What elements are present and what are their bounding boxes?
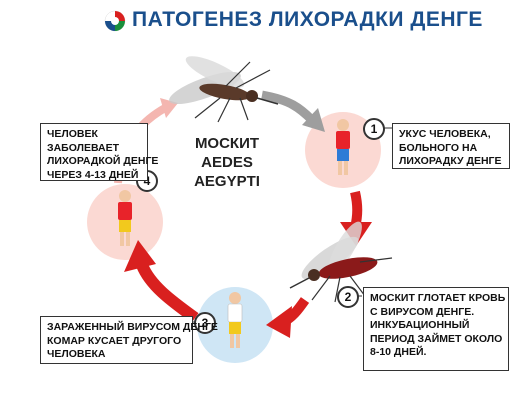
mosquito-engorged-icon xyxy=(289,221,393,303)
step-4-text-line: ЛИХОРАДКОЙ ДЕНГЕ xyxy=(47,155,159,167)
person-3-figure xyxy=(227,292,243,348)
step-1-callout: УКУС ЧЕЛОВЕКА, БОЛЬНОГО НА ЛИХОРАДКУ ДЕН… xyxy=(392,123,510,169)
arrow-gray xyxy=(261,90,316,124)
arrow-red-3 xyxy=(136,262,199,323)
step-4-text-line: ЧЕРЕЗ 4-13 ДНЕЙ xyxy=(47,168,139,181)
step-3-text-line: ЗАРАЖЕННЫЙ ВИРУСОМ ДЕНГЕ xyxy=(47,321,218,333)
step-4-text-line: ЗАБОЛЕВАЕТ xyxy=(47,141,120,154)
step-2-callout: МОСКИТ ГЛОТАЕТ КРОВЬ С ВИРУСОМ ДЕНГЕ. ИН… xyxy=(363,287,509,371)
step-4-callout: ЧЕЛОВЕК ЗАБОЛЕВАЕТ ЛИХОРАДКОЙ ДЕНГЕ ЧЕРЕ… xyxy=(40,123,159,181)
step-2-text-line: 8-10 ДНЕЙ. xyxy=(370,346,427,358)
person-1-figure xyxy=(336,119,350,175)
step-2-text-line: С ВИРУСОМ ДЕНГЕ. xyxy=(370,305,475,318)
logo-icon xyxy=(104,10,126,32)
step-2-text-line: ПЕРИОД ЗАЙМЕТ ОКОЛО xyxy=(370,332,503,345)
step-1-text-line: БОЛЬНОГО НА xyxy=(399,141,478,154)
step-2-text-line: МОСКИТ ГЛОТАЕТ КРОВЬ xyxy=(370,292,506,304)
step-2-badge: 2 xyxy=(337,286,359,308)
step-3-text-line: КОМАР КУСАЕТ ДРУГОГО xyxy=(47,334,182,347)
step-2-text-line: ИНКУБАЦИОННЫЙ xyxy=(370,319,470,331)
step-1-text-line: УКУС ЧЕЛОВЕКА, xyxy=(399,128,491,140)
person-4-figure xyxy=(118,190,132,246)
step-3-callout: ЗАРАЖЕННЫЙ ВИРУСОМ ДЕНГЕ КОМАР КУСАЕТ ДР… xyxy=(40,316,218,364)
step-1-badge: 1 xyxy=(363,118,385,140)
step-3-badge: 3 xyxy=(194,312,216,334)
step-4-text-line: ЧЕЛОВЕК xyxy=(47,128,98,140)
mosquito-label-line-2: AEDES AEGYPTI xyxy=(194,154,260,190)
mosquito-label-line-1: МОСКИТ xyxy=(194,135,260,152)
mosquito-icon xyxy=(169,56,279,123)
step-1-text-line: ЛИХОРАДКУ ДЕНГЕ xyxy=(399,155,502,167)
mosquito-label: МОСКИТ AEDES AEGYPTI xyxy=(172,134,282,191)
step-3-text-line: ЧЕЛОВЕКА xyxy=(47,348,106,360)
page-title: ПАТОГЕНЕЗ ЛИХОРАДКИ ДЕНГЕ xyxy=(132,8,483,31)
